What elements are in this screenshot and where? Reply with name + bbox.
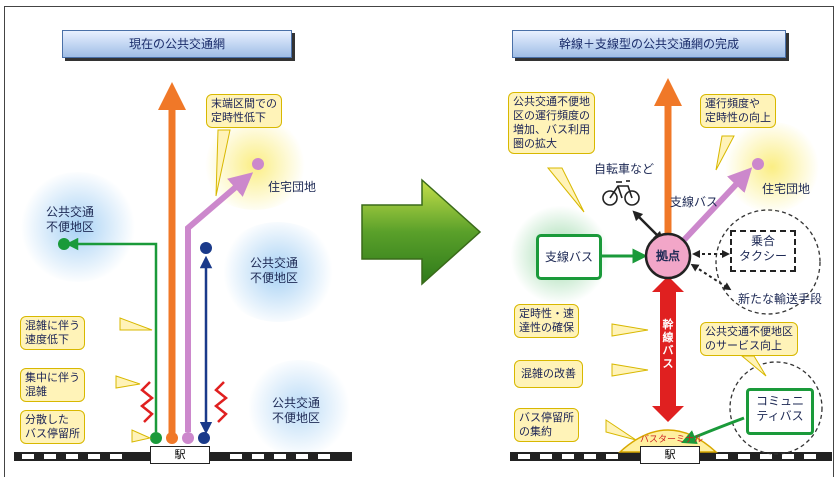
- right-housing-label: 住宅団地: [762, 182, 811, 196]
- branch-bus-route-label: 支線バス: [670, 195, 719, 209]
- left-green-arrow: [65, 237, 158, 432]
- bicycle-icon: [602, 180, 640, 206]
- left-area-glow-3: [244, 360, 354, 455]
- community-bus-dashed-circle: [729, 361, 823, 455]
- left-station: 駅: [150, 446, 210, 464]
- right-housing-dot: [752, 158, 764, 170]
- left-area-label-2: 公共交通 不便地区: [250, 256, 299, 285]
- left-callout-speed: 混雑に伴う 速度低下: [20, 316, 85, 350]
- left-housing-label: 住宅団地: [268, 180, 317, 194]
- left-pink-arrow: [185, 172, 254, 432]
- hub-label: 拠点: [655, 249, 680, 263]
- left-origin-pink: [252, 158, 264, 170]
- left-callout-concentration: 集中に伴う 混雑: [20, 368, 85, 402]
- center-big-arrow: [361, 178, 482, 286]
- left-callout-concentration-tail: [115, 375, 141, 389]
- right-callout-stop-consolidation: バス停留所 の集約: [514, 408, 579, 442]
- right-callout-punctuality-tail: [611, 323, 649, 337]
- right-callout-area-service: 公共交通不便地区 のサービス向上: [700, 322, 798, 356]
- left-callout-terminal-tail: [215, 129, 231, 197]
- left-area-glow-2: [218, 222, 338, 322]
- left-callout-stops: 分散した バス停留所: [20, 410, 85, 444]
- right-station: 駅: [640, 446, 700, 464]
- new-transport-label: 新たな輸送手段: [738, 292, 823, 306]
- left-zigzag-2: [213, 381, 229, 423]
- bicycle-label: 自転車など: [594, 162, 655, 176]
- left-callout-terminal: 末端区間での 定時性低下: [206, 94, 282, 128]
- left-area-glow-1: [18, 172, 138, 282]
- new-transport-dashed-circle: [715, 209, 821, 315]
- left-zigzag-1: [139, 381, 155, 423]
- right-bicycle-arrow: [632, 210, 664, 242]
- right-newtransport-arrow: [690, 263, 732, 291]
- trunk-bus-arrow: [652, 276, 684, 422]
- right-callout-service-tail: [546, 167, 585, 213]
- left-stop-green: [150, 432, 162, 444]
- outer-frame: [4, 6, 834, 477]
- right-panel-title: 幹線＋支線型の公共交通網の完成: [512, 30, 786, 58]
- left-panel-title: 現在の公共交通網: [62, 30, 292, 58]
- left-origin-green: [58, 238, 70, 250]
- right-callout-service: 公共交通不便地 区の運行頻度の 増加、バス利用 圏の拡大: [508, 92, 595, 154]
- left-origin-navy: [200, 242, 212, 254]
- left-stop-pink: [182, 432, 194, 444]
- right-callout-stop-tail: [605, 419, 637, 441]
- right-callout-frequency: 運行頻度や 定時性の向上: [700, 94, 776, 128]
- hub-circle: [644, 232, 692, 280]
- shared-taxi-box: 乗合 タクシー: [730, 230, 796, 272]
- bus-terminal-label: バスターミナル: [640, 435, 704, 445]
- left-callout-speed-tail: [119, 317, 153, 331]
- right-pink-arrow: [681, 167, 753, 243]
- right-callout-area-tail: [740, 355, 767, 377]
- right-housing-glow: [722, 122, 822, 212]
- right-callout-frequency-tail: [715, 135, 735, 171]
- left-area-label-3: 公共交通 不便地区: [272, 396, 321, 425]
- left-area-label-1: 公共交通 不便地区: [46, 205, 95, 234]
- left-callout-stops-tail: [131, 429, 152, 443]
- right-callout-punctuality: 定時性・速 達性の確保: [514, 304, 579, 338]
- right-callout-congestion: 混雑の改善: [514, 360, 583, 388]
- trunk-bus-label: 幹 線 バ ス: [662, 318, 674, 370]
- left-stop-navy: [198, 432, 210, 444]
- left-stop-orange: [166, 432, 178, 444]
- right-callout-congestion-tail: [611, 363, 649, 377]
- community-bus-arrow: [681, 416, 745, 445]
- community-bus-box: コミュニ ティバス: [746, 388, 814, 435]
- branch-bus-box: 支線バス: [536, 234, 602, 280]
